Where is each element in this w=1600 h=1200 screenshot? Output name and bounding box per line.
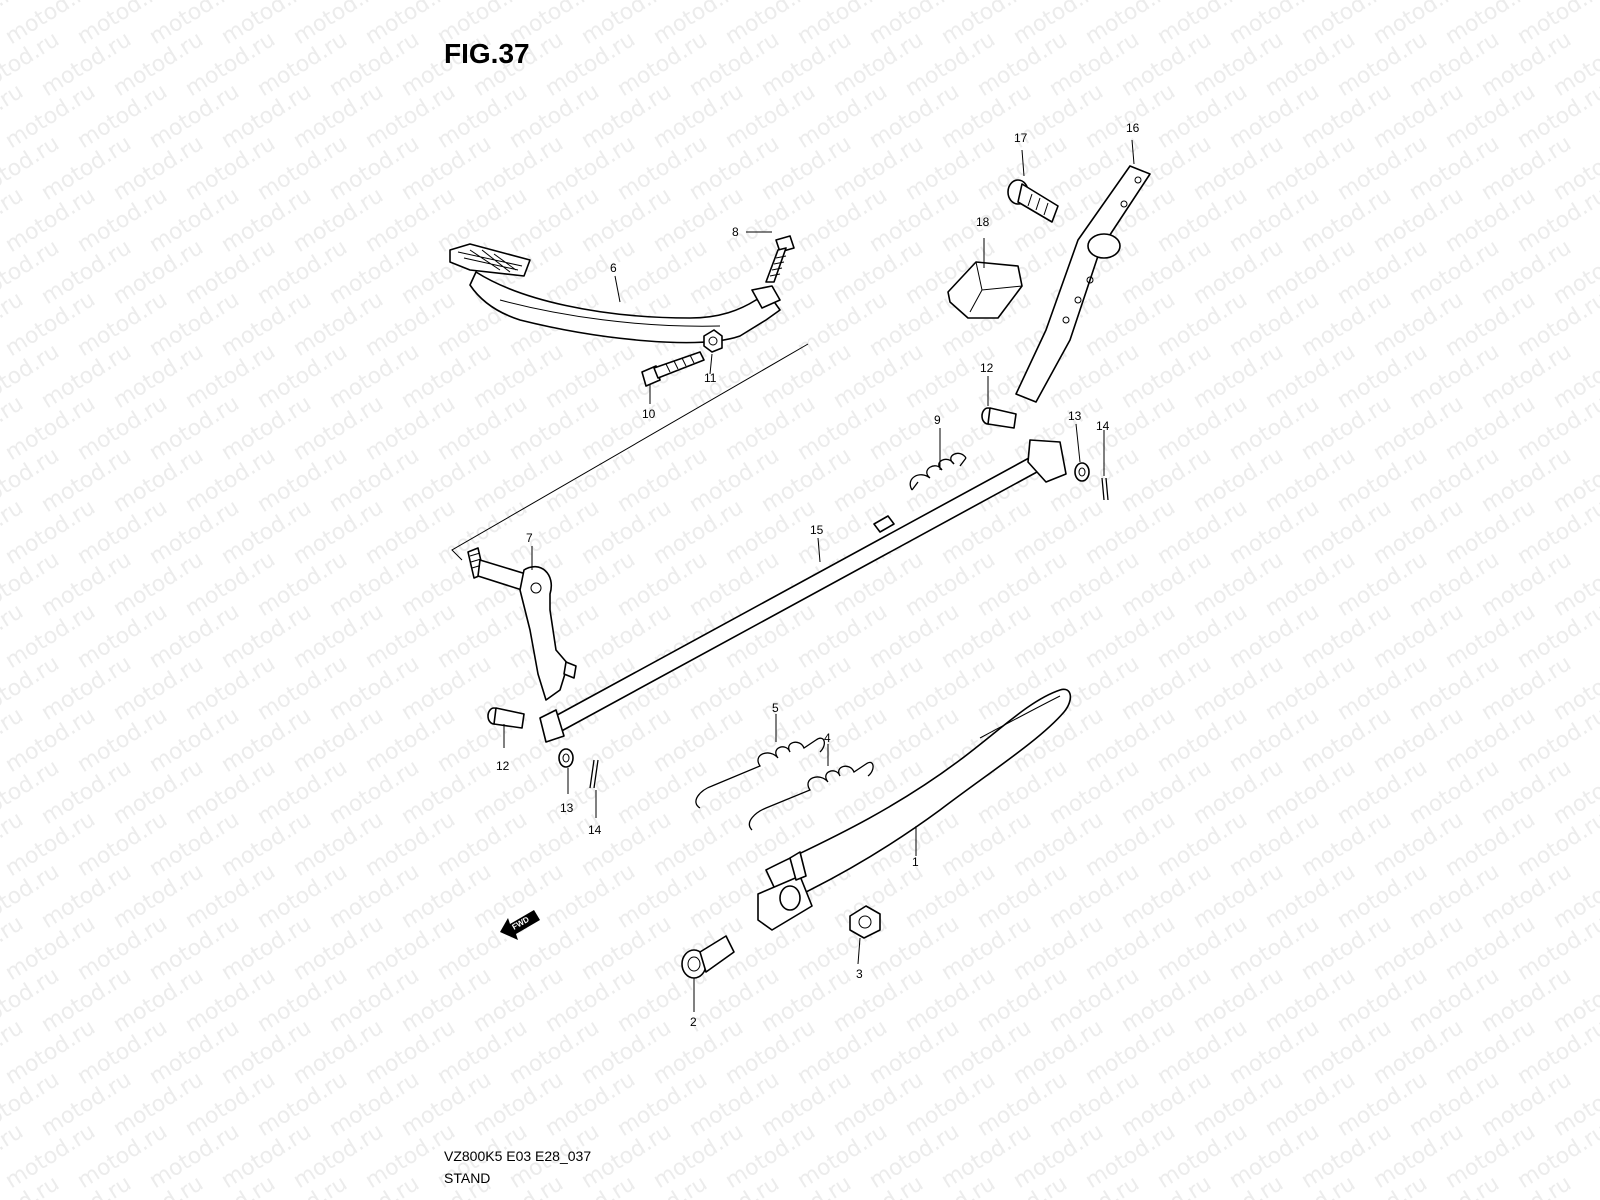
part-4-spring[interactable] <box>748 761 874 831</box>
callout-6: 6 <box>610 261 617 275</box>
callout-3: 3 <box>856 967 863 981</box>
callout-7: 7 <box>526 531 533 545</box>
callout-10: 10 <box>642 407 656 421</box>
figure-name: STAND <box>444 1170 491 1186</box>
callout-14-right: 14 <box>1096 419 1110 433</box>
callout-12-lower: 12 <box>496 759 510 773</box>
part-11-nut[interactable] <box>703 329 723 353</box>
callout-5: 5 <box>772 701 779 715</box>
callout-8: 8 <box>732 225 739 239</box>
callout-16: 16 <box>1126 121 1140 135</box>
part-13-washer-left[interactable] <box>558 748 574 768</box>
callout-13-right: 13 <box>1068 409 1082 423</box>
callout-18: 18 <box>976 215 990 229</box>
guide-line <box>451 343 809 561</box>
part-14-cotter-pin-left[interactable] <box>589 759 599 789</box>
callout-13-left: 13 <box>560 801 574 815</box>
callout-15: 15 <box>810 523 824 537</box>
part-8-bolt[interactable] <box>765 235 795 283</box>
callout-2: 2 <box>690 1015 697 1029</box>
part-5-spring[interactable] <box>695 737 826 809</box>
part-15-shaft[interactable] <box>539 439 1067 743</box>
callouts: 6 8 10 11 17 16 18 12 9 13 14 15 7 12 13… <box>496 121 1140 1029</box>
part-2-pivot-bolt[interactable] <box>681 935 735 979</box>
callout-9: 9 <box>934 413 941 427</box>
callout-17: 17 <box>1014 131 1028 145</box>
part-12-clevis-pin-lower[interactable] <box>487 707 525 729</box>
part-18-cover[interactable] <box>947 261 1023 319</box>
part-13-washer-right[interactable] <box>1074 462 1090 482</box>
part-1-side-stand[interactable] <box>757 688 1072 931</box>
part-17-pin-bolt[interactable] <box>1007 179 1059 223</box>
callout-1: 1 <box>912 855 919 869</box>
part-3-nut[interactable] <box>849 905 881 939</box>
figure-code: VZ800K5 E03 E28_037 <box>444 1148 592 1164</box>
figure-title: FIG.37 <box>444 38 530 69</box>
part-14-cotter-pin-right[interactable] <box>1101 477 1109 501</box>
part-6-brake-pedal[interactable] <box>449 243 781 344</box>
callout-11: 11 <box>704 371 717 385</box>
part-9-spring[interactable] <box>909 452 967 491</box>
part-12-clevis-pin-upper[interactable] <box>981 407 1017 429</box>
part-7-arm[interactable] <box>467 547 577 701</box>
callout-4: 4 <box>824 731 831 745</box>
fwd-arrow-icon: FWD <box>500 910 540 940</box>
callout-12-upper: 12 <box>980 361 994 375</box>
part-16-lever[interactable] <box>1015 165 1151 403</box>
callout-14-left: 14 <box>588 823 602 837</box>
part-10-bolt[interactable] <box>641 351 705 387</box>
leader-lines <box>503 139 1135 1012</box>
